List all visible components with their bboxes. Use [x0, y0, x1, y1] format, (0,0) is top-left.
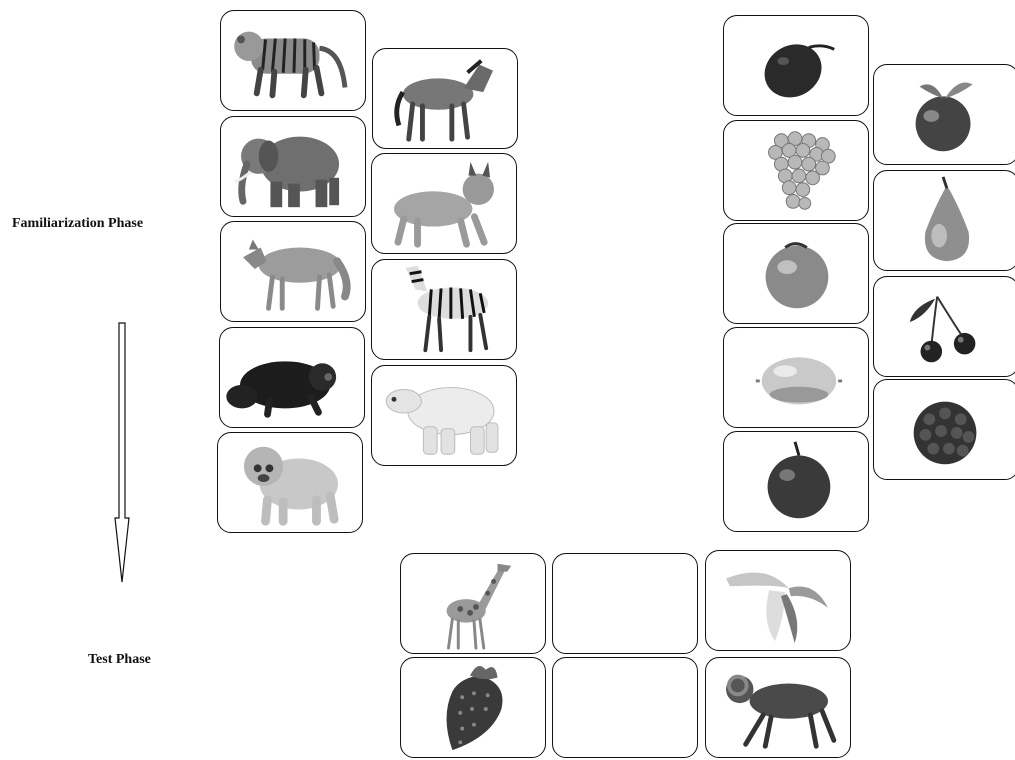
- card-grapes: [723, 120, 869, 221]
- ram-icon: [706, 658, 850, 757]
- card-chow-chow: [217, 432, 363, 533]
- chow-chow-icon: [218, 433, 362, 532]
- card-pear: [873, 170, 1015, 271]
- card-lynx: [371, 153, 517, 254]
- card-tiger: [220, 10, 366, 111]
- card-giraffe: [400, 553, 546, 654]
- card-apple: [873, 64, 1015, 165]
- down-arrow-icon: [114, 322, 130, 584]
- card-wolverine: [219, 327, 365, 428]
- lynx-icon: [372, 154, 516, 253]
- card-horse: [372, 48, 518, 149]
- card-polar-bear: [371, 365, 517, 466]
- grapes-icon: [724, 121, 868, 220]
- card-wolf: [220, 221, 366, 322]
- giraffe-icon: [401, 554, 545, 653]
- cherries-icon: [874, 277, 1015, 376]
- card-lemon: [723, 327, 869, 428]
- card-plum: [723, 15, 869, 116]
- horse-icon: [373, 49, 517, 148]
- plum-icon: [724, 16, 868, 115]
- lemon-icon: [724, 328, 868, 427]
- card-empty-bottom: [552, 657, 698, 758]
- card-cherries: [873, 276, 1015, 377]
- card-raspberry: [873, 379, 1015, 480]
- strawberry-icon: [401, 658, 545, 757]
- card-banana: [705, 550, 851, 651]
- wolverine-icon: [220, 328, 364, 427]
- card-empty-top: [552, 553, 698, 654]
- elephant-icon: [221, 117, 365, 216]
- familiarization-phase-label: Familiarization Phase: [12, 216, 143, 232]
- card-ram: [705, 657, 851, 758]
- card-zebra: [371, 259, 517, 360]
- raspberry-icon: [874, 380, 1015, 479]
- card-red-apple: [723, 431, 869, 532]
- card-strawberry: [400, 657, 546, 758]
- card-peach: [723, 223, 869, 324]
- tiger-icon: [221, 11, 365, 110]
- peach-icon: [724, 224, 868, 323]
- test-phase-label: Test Phase: [88, 652, 151, 668]
- polar-bear-icon: [372, 366, 516, 465]
- pear-icon: [874, 171, 1015, 270]
- banana-icon: [706, 551, 850, 650]
- red-apple-icon: [724, 432, 868, 531]
- zebra-icon: [372, 260, 516, 359]
- apple-icon: [874, 65, 1015, 164]
- card-elephant: [220, 116, 366, 217]
- wolf-icon: [221, 222, 365, 321]
